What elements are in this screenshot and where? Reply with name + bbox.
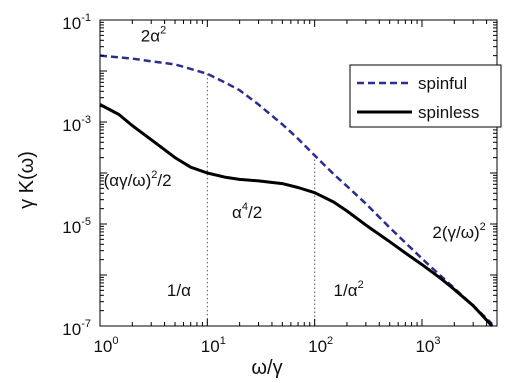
x-tick-label: 100 (93, 335, 118, 356)
annotation-a-1alpha: 1/α (167, 281, 191, 300)
series-line-spinless (99, 103, 494, 328)
y-tick-label: 10-5 (62, 216, 91, 237)
legend: spinful spinless (349, 64, 502, 128)
reference-lines (206, 73, 316, 326)
y-tick-label: 10-1 (62, 12, 91, 33)
x-tick-label: 103 (415, 335, 440, 356)
y-tick-labels: 10-7 10-5 10-3 10-1 (62, 12, 91, 339)
series-line-spinful (99, 54, 493, 325)
y-axis-title: γ K(ω) (16, 151, 38, 209)
annotation-a-2gw: 2(γ/ω)2 (432, 221, 485, 242)
annotation-a-agw: (αγ/ω)2/2 (104, 169, 172, 190)
x-axis-title: ω/γ (251, 357, 282, 379)
legend-box (349, 64, 502, 128)
legend-label-spinful: spinful (418, 74, 467, 93)
x-tick-labels: 100 101 102 103 (93, 335, 440, 356)
annotation-a-2alpha2: 2α2 (141, 24, 166, 45)
annotations: 2α2 (αγ/ω)2/2 α4/2 1/α 1/α2 2(γ/ω)2 (104, 24, 486, 299)
series-group (99, 54, 494, 328)
y-tick-label: 10-3 (62, 114, 91, 135)
x-tick-label: 102 (308, 335, 333, 356)
y-tick-label: 10-7 (62, 318, 91, 339)
legend-label-spinless: spinless (418, 103, 479, 122)
annotation-a-1alpha2: 1/α2 (334, 279, 364, 300)
x-tick-label: 101 (201, 335, 226, 356)
annotation-a-alpha4: α4/2 (232, 201, 262, 222)
